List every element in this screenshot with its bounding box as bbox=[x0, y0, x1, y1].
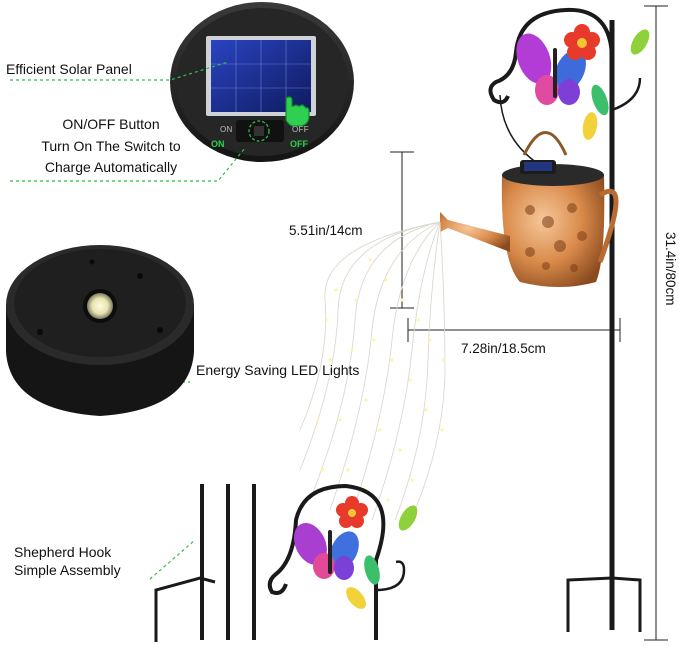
flower-bottom bbox=[336, 496, 368, 528]
total-height-dimension: 31.4in/80cm bbox=[663, 232, 678, 306]
butterfly-bottom bbox=[293, 522, 359, 580]
leaves-top bbox=[582, 29, 650, 140]
switch-on-small: ON bbox=[220, 125, 233, 134]
tall-shepherd-hook bbox=[488, 7, 642, 632]
can-width-dimension: 7.28in/18.5cm bbox=[461, 341, 546, 356]
led-label: Energy Saving LED Lights bbox=[196, 362, 360, 378]
switch-label-line3: Charge Automatically bbox=[44, 159, 178, 175]
watering-can bbox=[440, 131, 619, 287]
led-strands bbox=[299, 221, 446, 521]
switch-on-green: ON bbox=[211, 139, 225, 149]
stake-parts bbox=[154, 484, 256, 642]
butterfly-top bbox=[516, 33, 586, 105]
switch-label-line1: ON/OFF Button bbox=[62, 116, 160, 132]
led-dots bbox=[316, 258, 446, 512]
hand-pointer-icon bbox=[285, 96, 310, 127]
flower-top bbox=[564, 24, 600, 60]
switch-off-small: OFF bbox=[292, 125, 309, 134]
switch-off-green: OFF bbox=[290, 139, 308, 149]
can-height-dimension: 5.51in/14cm bbox=[289, 223, 363, 238]
hook-label-line2: Simple Assembly bbox=[14, 562, 121, 578]
led-base bbox=[6, 245, 194, 416]
dimension-lines bbox=[390, 5, 668, 641]
switch-label-line2: Turn On The Switch to bbox=[41, 138, 181, 154]
hook-label-line1: Shepherd Hook bbox=[14, 544, 112, 560]
solar-panel-label: Efficient Solar Panel bbox=[6, 61, 132, 77]
leaves-bottom bbox=[346, 505, 418, 609]
